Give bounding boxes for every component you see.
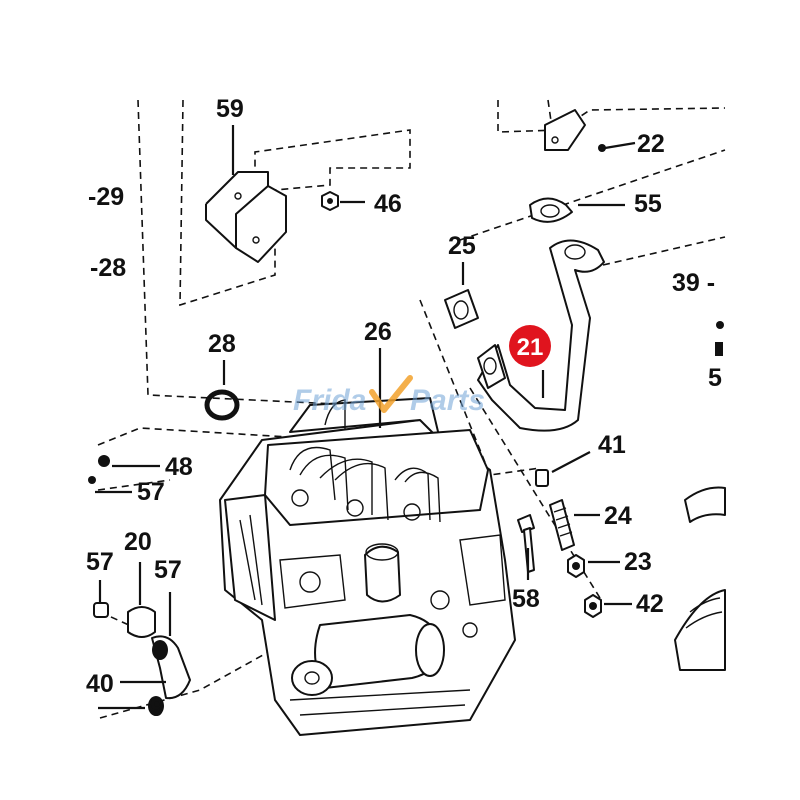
gasket-55 bbox=[529, 197, 573, 223]
label-28: 28 bbox=[208, 330, 236, 358]
label-48: 48 bbox=[165, 453, 193, 481]
label-40: 40 bbox=[86, 670, 114, 698]
bolt-22 bbox=[598, 144, 606, 152]
watermark-text-part1: Frida bbox=[293, 384, 366, 417]
o-ring-28 bbox=[204, 389, 240, 421]
label-26: 26 bbox=[364, 318, 392, 346]
label-59: 59 bbox=[216, 95, 244, 123]
label-22: 22 bbox=[637, 130, 665, 158]
label-57-c: 57 bbox=[154, 556, 182, 584]
label-29: -29 bbox=[88, 183, 124, 211]
callout-labels: 59 22 -29 46 55 25 -28 39 - 28 26 41 48 … bbox=[86, 95, 722, 722]
label-58: 58 bbox=[512, 585, 540, 613]
label-23: 23 bbox=[624, 548, 652, 576]
right-edge-parts bbox=[674, 321, 726, 671]
label-25: 25 bbox=[448, 232, 476, 260]
engine-block bbox=[219, 397, 516, 736]
label-24: 24 bbox=[604, 502, 632, 530]
upper-bracket-part bbox=[544, 109, 586, 151]
watermark-logo: Frida Parts bbox=[293, 375, 485, 417]
hose-fitting-assembly bbox=[88, 455, 191, 716]
label-9: 9 bbox=[150, 694, 164, 722]
label-57-a: 57 bbox=[137, 478, 165, 506]
watermark-check-icon bbox=[369, 375, 413, 413]
watermark-text-part2: Parts bbox=[410, 384, 485, 417]
label-5: 5 bbox=[708, 364, 722, 392]
label-55: 55 bbox=[634, 190, 662, 218]
bracket-part bbox=[205, 171, 287, 263]
label-21: 21 bbox=[517, 334, 544, 361]
leader-lines bbox=[95, 125, 636, 710]
label-41: 41 bbox=[598, 431, 626, 459]
label-20: 20 bbox=[124, 528, 152, 556]
bolt-58 bbox=[517, 514, 535, 573]
exhaust-pipe-21 bbox=[477, 239, 605, 432]
stud-stack bbox=[535, 469, 602, 618]
label-28-left: -28 bbox=[90, 254, 126, 282]
highlight-badge-21: 21 bbox=[509, 325, 551, 367]
nut-46 bbox=[321, 191, 339, 211]
label-57-b: 57 bbox=[86, 548, 114, 576]
label-46: 46 bbox=[374, 190, 402, 218]
label-42: 42 bbox=[636, 590, 664, 618]
label-39: 39 - bbox=[672, 269, 715, 297]
gasket-25 bbox=[444, 289, 479, 329]
